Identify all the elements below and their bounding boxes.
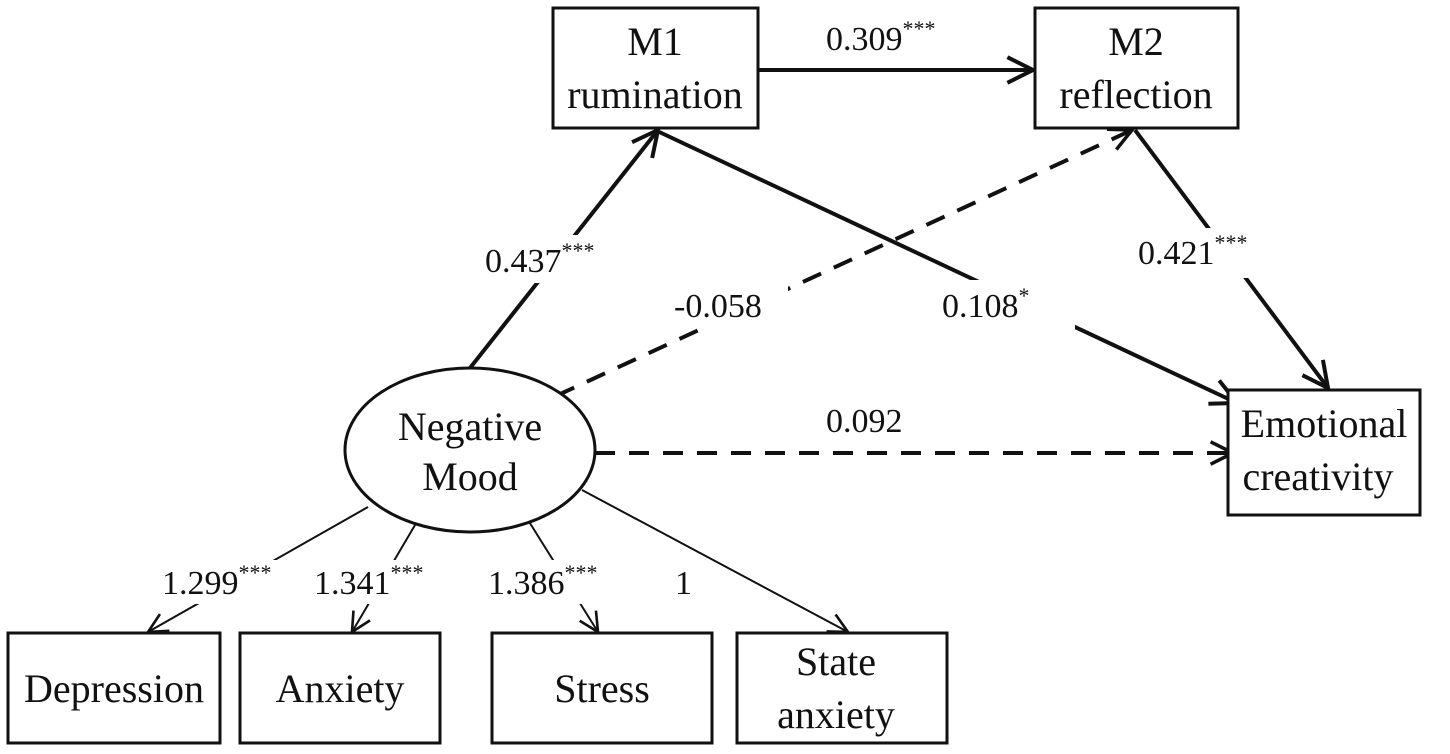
coef-neg-ec: 0.092: [826, 403, 903, 440]
loading-state-anxiety: 1: [675, 565, 692, 602]
m2-label: reflection: [1059, 72, 1212, 117]
m1-label: rumination: [567, 72, 743, 117]
node-negative-mood: Negative Mood: [343, 366, 597, 534]
negative-mood-line1: Negative: [398, 404, 542, 449]
state-anxiety-line2: anxiety: [777, 692, 895, 737]
state-anxiety-line1: State: [796, 639, 876, 684]
loading-anxiety: 1.341***: [314, 560, 424, 602]
arrow-m1-to-ec: [654, 128, 1237, 403]
node-m2-reflection: M2 reflection: [1033, 6, 1240, 130]
anxiety-label: Anxiety: [276, 666, 405, 711]
node-anxiety: Anxiety: [238, 631, 442, 745]
arrow-neg-to-m2-dashed: [555, 130, 1132, 398]
node-stress: Stress: [490, 631, 714, 745]
node-depression: Depression: [6, 631, 222, 745]
negative-mood-line2: Mood: [422, 454, 518, 499]
loading-stress: 1.386***: [488, 560, 598, 602]
coef-m1-m2: 0.309***: [826, 16, 936, 58]
coef-neg-m1: 0.437***: [485, 238, 595, 280]
coef-neg-m2: -0.058: [674, 288, 762, 325]
loading-depression: 1.299***: [162, 560, 272, 602]
coef-m1-ec: 0.108*: [942, 283, 1030, 325]
m2-title: M2: [1108, 19, 1164, 64]
emotional-creativity-line1: Emotional: [1241, 401, 1408, 446]
emotional-creativity-line2: creativity: [1242, 454, 1393, 499]
arrow-neg-to-state-anxiety: [581, 489, 848, 632]
coef-m2-ec: 0.421***: [1138, 230, 1248, 272]
node-emotional-creativity: Emotional creativity: [1226, 388, 1422, 517]
stress-label: Stress: [554, 666, 650, 711]
depression-label: Depression: [24, 666, 204, 711]
node-m1-rumination: M1 rumination: [551, 6, 760, 130]
m1-title: M1: [627, 19, 683, 64]
node-state-anxiety: State anxiety: [735, 631, 949, 745]
